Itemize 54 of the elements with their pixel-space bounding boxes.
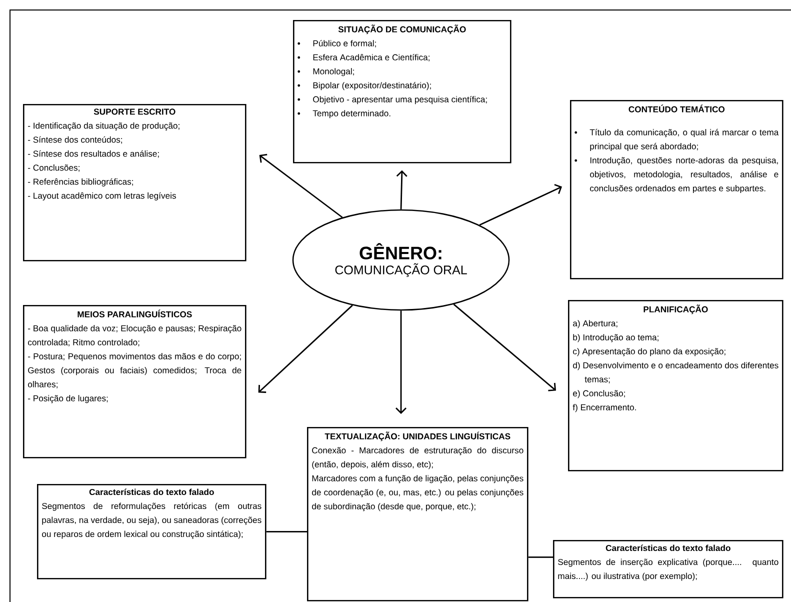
- text-box: [37, 484, 266, 580]
- list-item: b) Introdução ao tema;: [573, 334, 658, 342]
- list-item: Público e formal;: [298, 40, 376, 48]
- box-heading: Características do texto falado: [606, 544, 730, 552]
- arrow: [453, 304, 556, 392]
- box-heading: SITUAÇÃO DE COMUNICAÇÃO: [338, 24, 466, 34]
- list-item: - Conclusões;: [28, 164, 80, 172]
- text-box: [23, 104, 246, 262]
- node-title: GÊNERO:: [360, 243, 442, 260]
- paragraph-text: Segmentos de inserção explicativa (porque.... quanto mais....) ou ilustrativa (por exemplo);: [558, 558, 778, 581]
- list-item: - Layout acadêmico com letras legíveis: [28, 192, 176, 200]
- text-box: [553, 540, 784, 598]
- node-subtitle: COMUNICAÇÃO ORAL: [335, 263, 467, 277]
- arrow: [258, 304, 353, 393]
- list-item: - Síntese dos resultados e análise;: [28, 150, 159, 158]
- box-heading: MEIOS PARALINGUÍSTICOS: [78, 310, 192, 318]
- paragraph-text: Marcadores com a função de ligação, pelas conjunções de coordenação (e, ou, mas, etc.) ou pelas conjunções de subordinação (desde que, porque, etc.);: [312, 475, 524, 512]
- paragraph-text: Conexão - Marcadores de estruturação do discurso (então, depois, além disso, etc);: [312, 447, 524, 470]
- list-item: - Síntese dos conteúdos;: [28, 136, 122, 144]
- box-heading: CONTEÚDO TEMÁTICO: [628, 104, 725, 112]
- list-item: Introdução, questões norte-adoras da pesquisa, objetivos, metodologia, resultados, análise e conclusões ordenados em partes e subpartes.: [574, 157, 778, 194]
- list-item: Objetivo - apresentar uma pesquisa científica;: [298, 96, 487, 104]
- box-heading: TEXTUALIZAÇÃO: UNIDADES LINGUÍSTICAS: [324, 432, 510, 442]
- paragraph-text: - Posição de lugares;: [28, 395, 108, 404]
- text-box: [307, 427, 528, 602]
- arrow: [479, 184, 562, 226]
- list-item: e) Conclusão;: [573, 390, 625, 398]
- list-item: Tempo determinado.: [298, 110, 390, 118]
- list-item: d) Desenvolvimento e o encadeamento dos diferentes temas;: [573, 362, 778, 384]
- list-item: - Identificação da situação de produção;: [28, 122, 180, 130]
- list-item: a) Abertura;: [573, 320, 618, 328]
- connector-line: [528, 556, 553, 558]
- arrow: [259, 154, 343, 218]
- text-box: [23, 305, 246, 458]
- box-heading: PLANIFICAÇÃO: [644, 304, 708, 314]
- list-item: Bipolar (expositor/destinatário);: [298, 82, 431, 90]
- list-item: - Referências bibliográficas;: [28, 178, 133, 186]
- text-box: [568, 300, 784, 472]
- list-item: c) Apresentação do plano da exposição;: [573, 348, 726, 356]
- list-item: f) Encerramento.: [572, 404, 636, 412]
- connector-line: [266, 530, 307, 532]
- paragraph-text: - Boa qualidade da voz; Elocução e pausas; Respiração controlada; Ritmo controlado;: [28, 325, 242, 346]
- paragraph-text: - Postura; Pequenos movimentos das mãos e do corpo; Gestos (corporais ou faciais) comedidos; Troca de olhares;: [28, 353, 242, 388]
- list-item: Monologal;: [298, 68, 354, 76]
- box-heading: Características do texto falado: [89, 488, 214, 496]
- paragraph-text: Segmentos de reformulações retóricas (em outras palavras, na verdade, ou seja), ou saneadoras (correções ou reparos de ordem lexical ou construção sintática);: [42, 502, 262, 539]
- arrow: [396, 310, 406, 414]
- arrow: [396, 170, 408, 210]
- list-item: Título da comunicação, o qual irá marcar o tema principal que será abordado;: [574, 128, 779, 152]
- text-box: [570, 100, 784, 280]
- box-heading: SUPORTE ESCRITO: [94, 108, 176, 115]
- topic-ellipse: [292, 209, 510, 311]
- list-item: Esfera Acadêmica e Científica;: [298, 54, 430, 62]
- text-box: [293, 20, 512, 164]
